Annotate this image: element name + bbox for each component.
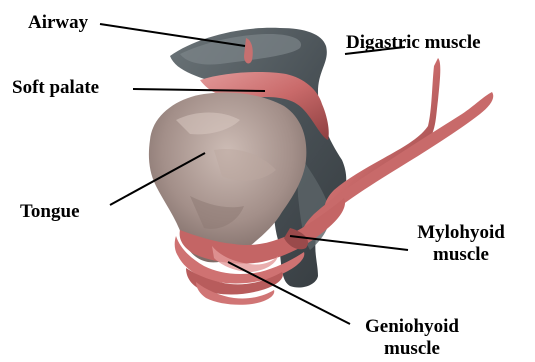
label-mylohyoid-line2: muscle [412,244,510,266]
label-geniohyoid: Geniohyoid muscle [352,316,472,360]
label-mylohyoid: Mylohyoid muscle [412,222,510,266]
label-digastric: Digastric muscle [346,32,481,54]
label-tongue: Tongue [20,201,80,223]
label-soft-palate: Soft palate [12,77,99,99]
label-geniohyoid-line1: Geniohyoid [352,316,472,338]
label-mylohyoid-line1: Mylohyoid [412,222,510,244]
label-airway: Airway [28,12,88,34]
label-geniohyoid-line2: muscle [352,338,472,360]
